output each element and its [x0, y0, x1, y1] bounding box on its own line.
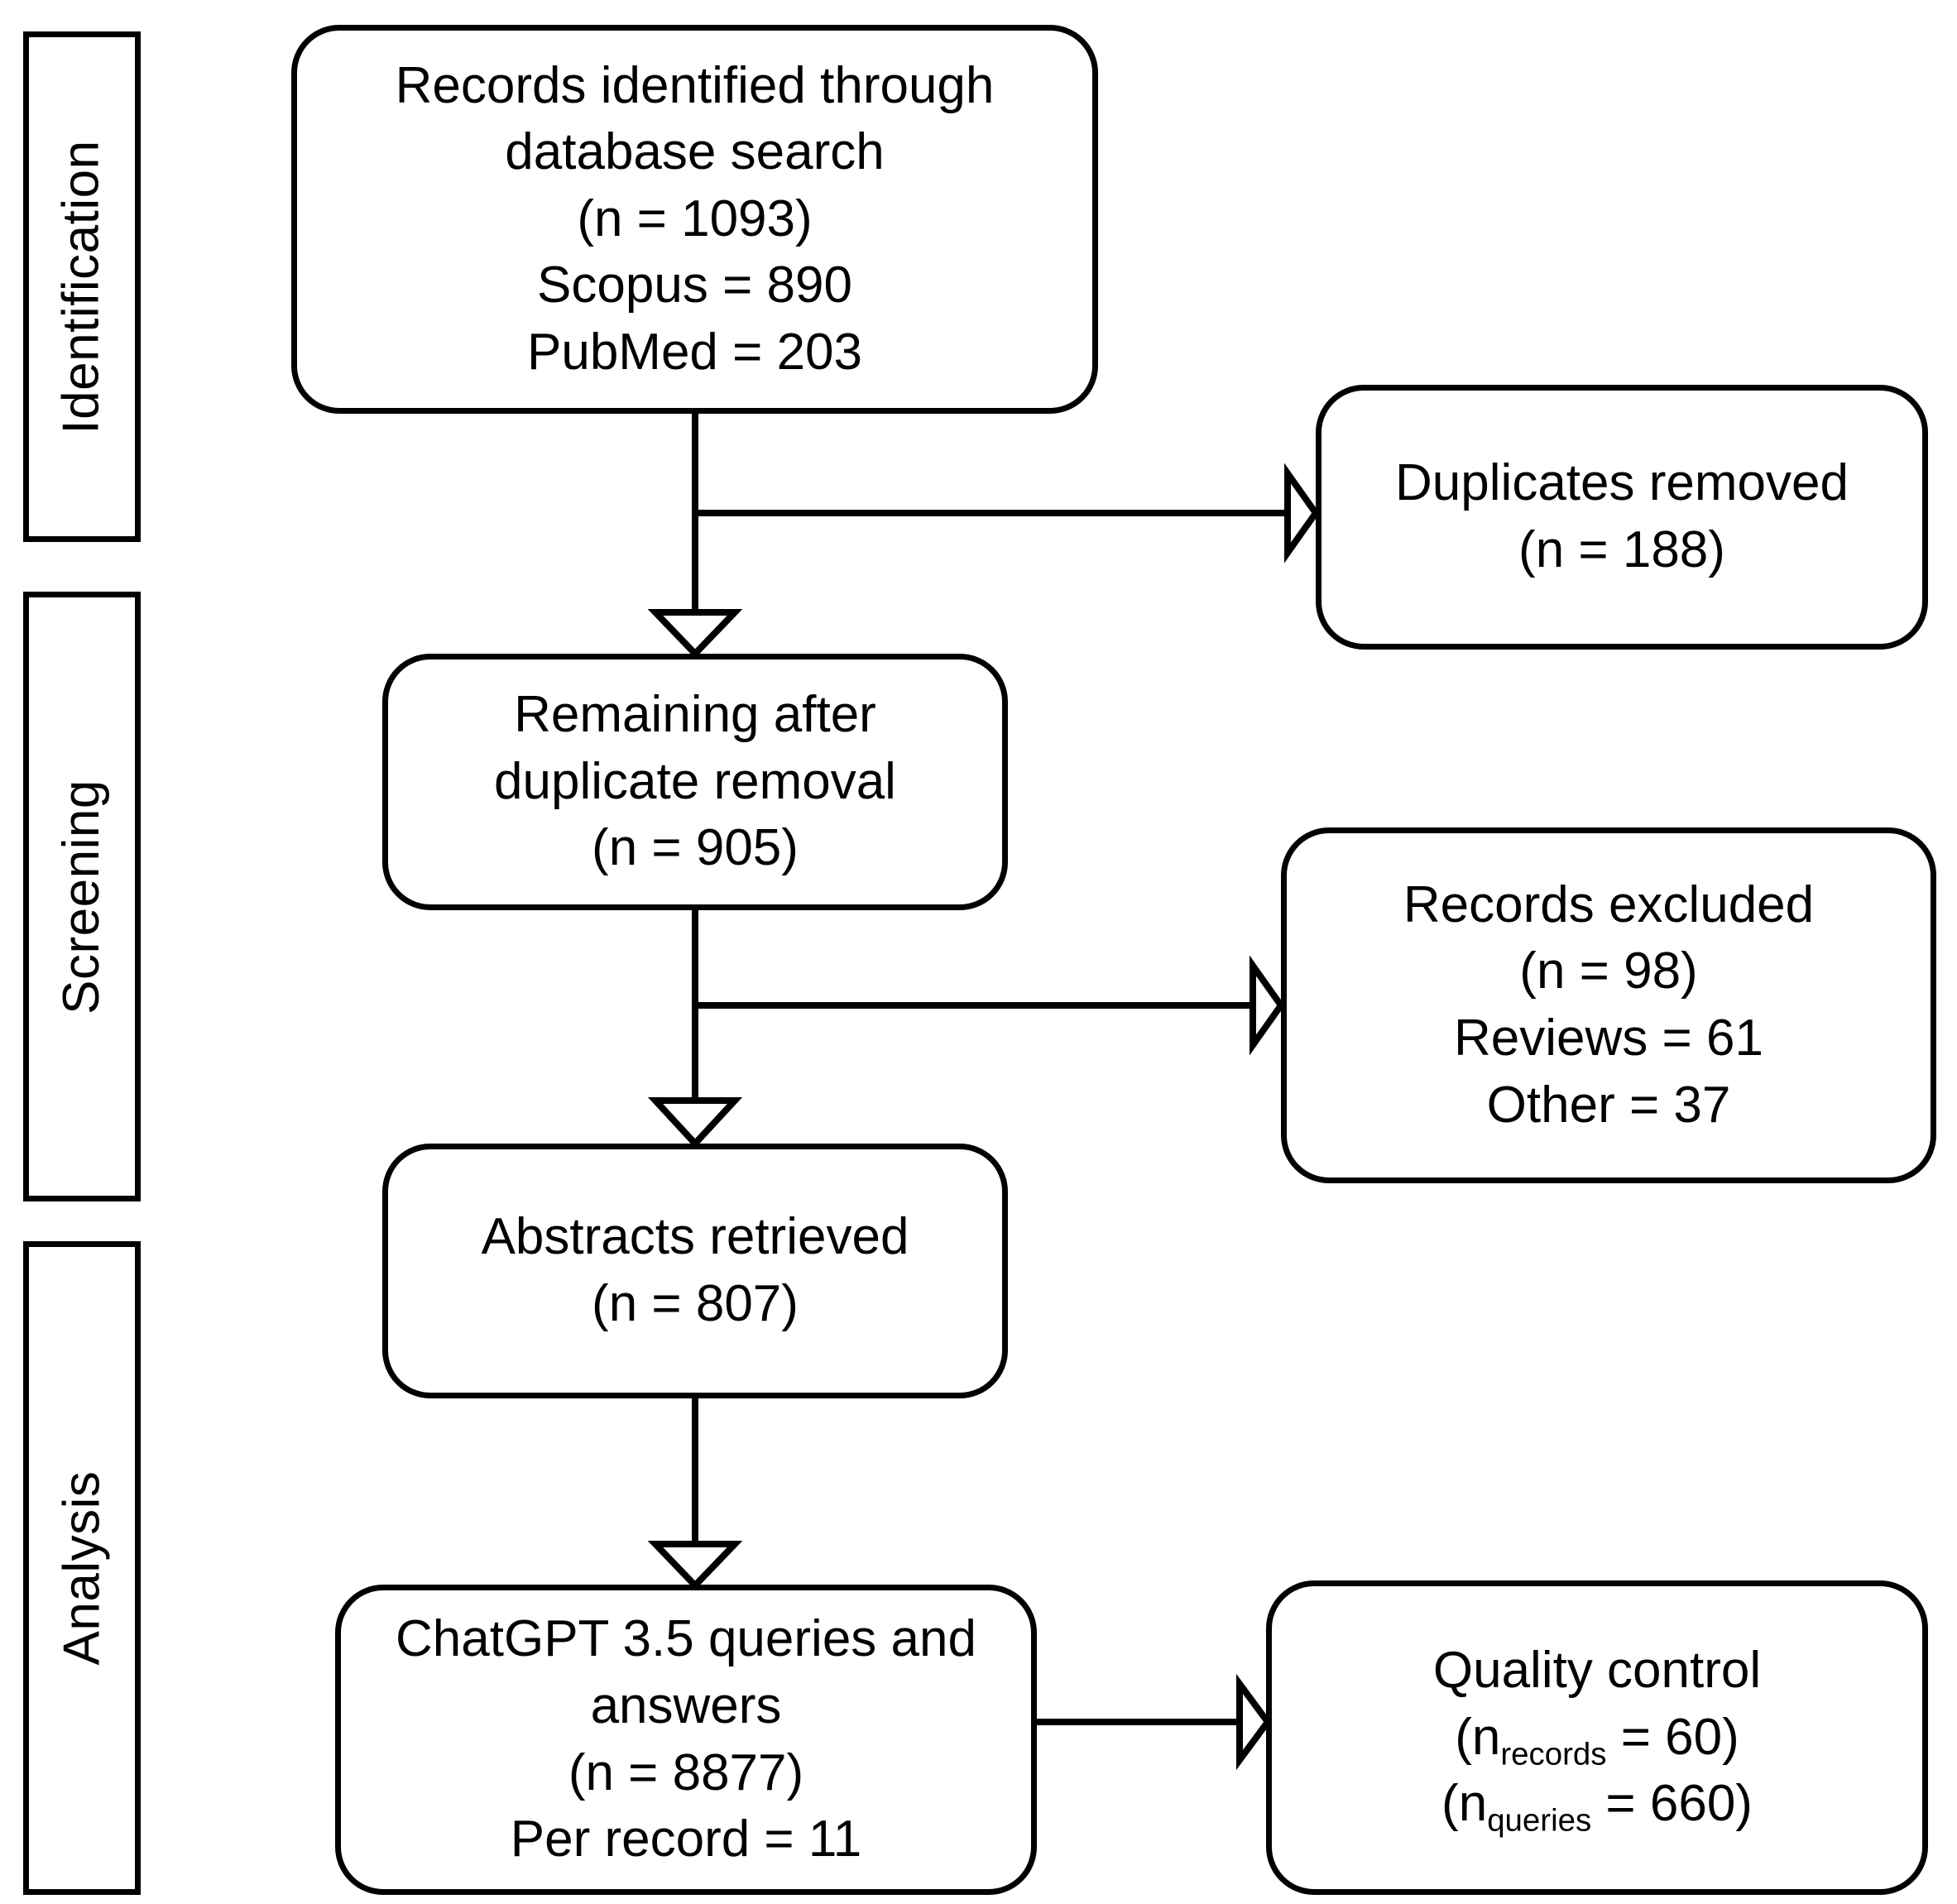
box-records-excluded: Records excluded (n = 98) Reviews = 61 O… — [1281, 827, 1936, 1183]
box-records-identified: Records identified through database sear… — [291, 25, 1098, 414]
connector-lines — [692, 414, 1289, 1725]
quality-control-records-line: (nrecords = 60) — [1455, 1705, 1739, 1772]
quality-control-records-subscript: records — [1500, 1736, 1607, 1772]
records-identified-line-3: (n = 1093) — [577, 189, 813, 247]
records-excluded-line-2: (n = 98) — [1519, 942, 1698, 1000]
remaining-line-3: (n = 905) — [592, 819, 799, 877]
abstracts-retrieved-line-2: (n = 807) — [592, 1275, 799, 1332]
records-excluded-line-1: Records excluded — [1403, 875, 1815, 933]
records-excluded-line-3: Reviews = 61 — [1454, 1010, 1763, 1067]
chatgpt-line-3: (n = 8877) — [568, 1743, 804, 1801]
quality-control-queries-line: (nqueries = 660) — [1441, 1771, 1753, 1838]
stage-label-analysis: Analysis — [53, 1470, 110, 1666]
stage-bar-identification: Identification — [23, 31, 141, 542]
arrowhead-down-remaining — [647, 609, 743, 659]
duplicates-removed-line-2: (n = 188) — [1518, 521, 1725, 578]
chatgpt-line-4: Per record = 11 — [510, 1810, 862, 1868]
stage-label-identification: Identification — [53, 139, 110, 434]
quality-control-queries-subscript: queries — [1487, 1802, 1592, 1839]
records-excluded-line-4: Other = 37 — [1486, 1076, 1731, 1134]
box-chatgpt-queries-and-answers: ChatGPT 3.5 queries and answers (n = 887… — [335, 1585, 1037, 1895]
quality-control-queries-prefix: (n — [1441, 1775, 1488, 1833]
box-remaining-after-duplicate-removal: Remaining after duplicate removal (n = 9… — [382, 654, 1008, 910]
arrowhead-right-duplicates — [1284, 463, 1320, 564]
arrowhead-right-excluded — [1250, 955, 1285, 1056]
arrowhead-down-chatgpt — [647, 1541, 743, 1590]
quality-control-title: Quality control — [1432, 1642, 1762, 1700]
quality-control-queries-suffix: = 660) — [1591, 1775, 1753, 1833]
stage-label-screening: Screening — [53, 779, 110, 1014]
abstracts-retrieved-line-1: Abstracts retrieved — [481, 1208, 909, 1266]
box-duplicates-removed: Duplicates removed (n = 188) — [1316, 385, 1928, 650]
quality-control-records-prefix: (n — [1455, 1708, 1501, 1766]
records-identified-line-1: Records identified through — [395, 56, 995, 114]
arrowheads — [647, 463, 1320, 1771]
records-identified-line-5: PubMed = 203 — [526, 323, 863, 381]
records-identified-line-4: Scopus = 890 — [537, 257, 852, 314]
remaining-line-1: Remaining after — [514, 686, 876, 744]
box-abstracts-retrieved: Abstracts retrieved (n = 807) — [382, 1144, 1008, 1398]
arrowhead-down-abstracts — [647, 1097, 743, 1149]
stage-bar-screening: Screening — [23, 592, 141, 1201]
arrowhead-right-quality — [1236, 1673, 1272, 1771]
records-identified-line-2: database search — [505, 123, 885, 181]
box-quality-control: Quality control (nrecords = 60) (nquerie… — [1266, 1580, 1928, 1895]
remaining-line-2: duplicate removal — [494, 752, 896, 810]
duplicates-removed-line-1: Duplicates removed — [1395, 454, 1849, 512]
chatgpt-line-1: ChatGPT 3.5 queries and — [396, 1610, 976, 1668]
chatgpt-line-2: answers — [590, 1676, 782, 1734]
quality-control-records-suffix: = 60) — [1606, 1708, 1739, 1766]
stage-bar-analysis: Analysis — [23, 1241, 141, 1895]
